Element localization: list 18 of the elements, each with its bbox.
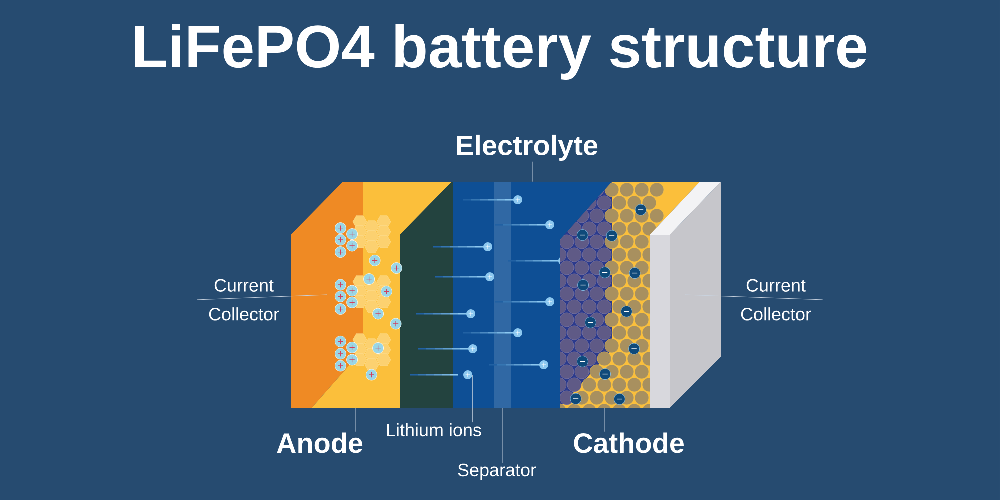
lithium-ion <box>464 370 472 380</box>
part-label: Current Collector <box>741 279 812 321</box>
part-label: Separator <box>458 464 536 480</box>
part-label: Electrolyte <box>457 134 598 162</box>
leader-line <box>604 408 606 432</box>
part-label: Anode <box>277 432 363 454</box>
anode-layer <box>312 182 454 408</box>
separator-band <box>494 182 511 408</box>
leader-line <box>685 294 824 300</box>
part-label: Lithium ions <box>387 423 482 437</box>
part-label: Cathode <box>574 432 684 454</box>
leader-line <box>532 162 533 182</box>
title: LiFePO4 battery structure <box>135 24 866 80</box>
leader-line <box>472 374 473 423</box>
leader-line <box>502 408 503 464</box>
cathode-collector <box>650 182 721 408</box>
leader-line <box>196 294 328 300</box>
part-label: Current Collector <box>209 279 280 321</box>
